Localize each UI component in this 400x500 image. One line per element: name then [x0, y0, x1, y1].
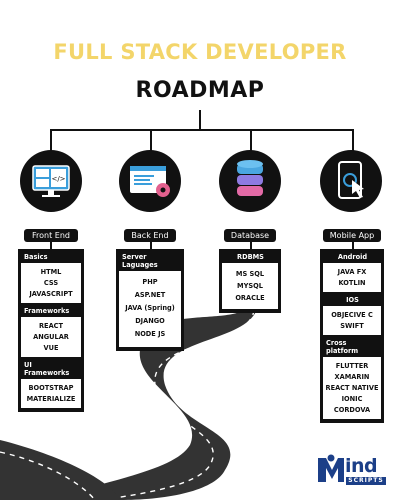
list-item: MYSQL: [237, 282, 263, 290]
section-title: Frameworks: [24, 307, 70, 315]
list-item: HTML: [40, 268, 62, 276]
section-list: PHP ASP.NET JAVA (Spring) DJANGO NODE JS: [119, 271, 181, 347]
list-item: NODE JS: [134, 330, 166, 338]
list-item: JAVA FX: [337, 268, 367, 276]
section-list: REACT ANGULAR VUE: [21, 317, 81, 357]
section-title: UI Frameworks: [24, 361, 70, 377]
title: FULL STACK DEVELOPER: [53, 40, 347, 64]
monitor-code-icon: </>: [32, 165, 70, 197]
list-item: MATERIALIZE: [26, 395, 76, 403]
front-end-circle: </>: [20, 150, 82, 212]
section-title: Server Laguages: [122, 253, 158, 269]
front-end-panel: Basics HTML CSS JAVASCRIPT Frameworks RE…: [18, 249, 84, 412]
list-item: KOTLIN: [338, 279, 366, 287]
section-title: RDBMS: [237, 253, 264, 261]
connector-panel-4: [352, 242, 354, 250]
phone-touch-icon: [338, 161, 364, 199]
connector-panel-1: [50, 242, 52, 250]
list-item: DJANGO: [135, 317, 165, 325]
section-list: MS SQL MYSQL ORACLE: [222, 263, 278, 309]
list-item: XAMARIN: [334, 373, 370, 381]
section-title: Basics: [24, 253, 48, 261]
column-label-database: Database: [224, 229, 276, 242]
back-end-panel: Server Laguages PHP ASP.NET JAVA (Spring…: [116, 249, 184, 351]
database-panel: RDBMS MS SQL MYSQL ORACLE: [219, 249, 281, 313]
list-item: MS SQL: [235, 270, 265, 278]
connector-panel-3: [250, 242, 252, 250]
list-item: JAVA (Spring): [125, 304, 175, 312]
svg-text:</>: </>: [51, 175, 65, 183]
logo-mark-icon: [318, 454, 344, 482]
list-item: IONIC: [341, 395, 363, 403]
section-list: HTML CSS JAVASCRIPT: [21, 263, 81, 303]
list-item: CORDOVA: [333, 406, 371, 414]
list-item: JAVASCRIPT: [29, 290, 73, 298]
brand-logo: ind SCRIPTS: [316, 452, 396, 492]
list-item: VUE: [43, 344, 59, 352]
column-label-mobile-app: Mobile App: [323, 229, 381, 242]
database-circle: [219, 150, 281, 212]
connector-trunk: [199, 110, 201, 130]
connector-bar: [50, 129, 353, 131]
section-list: JAVA FX KOTLIN: [323, 263, 381, 292]
list-item: ASP.NET: [134, 291, 166, 299]
list-item: FLUTTER: [335, 362, 369, 370]
connector-drop-3: [250, 129, 252, 151]
database-icon: [237, 160, 263, 196]
list-item: OBJECIVE C: [331, 311, 373, 319]
list-item: REACT: [38, 322, 64, 330]
list-item: CSS: [43, 279, 59, 287]
logo-subtext: SCRIPTS: [346, 477, 386, 485]
section-title: Cross platform: [326, 339, 359, 355]
connector-drop-2: [150, 129, 152, 151]
section-title: Android: [337, 253, 368, 261]
section-list: BOOTSTRAP MATERIALIZE: [21, 379, 81, 408]
mobile-app-circle: [320, 150, 382, 212]
section-list: OBJECIVE C SWIFT: [323, 306, 381, 335]
section-list: FLUTTER XAMARIN REACT NATIVE IONIC CORDO…: [323, 357, 381, 419]
list-item: PHP: [142, 278, 158, 286]
section-title: IOS: [346, 296, 359, 304]
back-end-circle: [119, 150, 181, 212]
column-label-front-end: Front End: [24, 229, 78, 242]
connector-drop-4: [352, 129, 354, 151]
mobile-app-panel: Android JAVA FX KOTLIN IOS OBJECIVE C SW…: [320, 249, 384, 423]
list-item: BOOTSTRAP: [28, 384, 74, 392]
logo-text: ind: [345, 455, 378, 477]
list-item: REACT NATIVE: [325, 384, 379, 392]
browser-gear-icon: [130, 166, 170, 197]
connector-panel-2: [150, 242, 152, 250]
list-item: ANGULAR: [33, 333, 69, 341]
list-item: SWIFT: [340, 322, 364, 330]
column-label-back-end: Back End: [124, 229, 176, 242]
subtitle: ROADMAP: [135, 78, 265, 103]
list-item: ORACLE: [235, 294, 265, 302]
connector-drop-1: [50, 129, 52, 151]
